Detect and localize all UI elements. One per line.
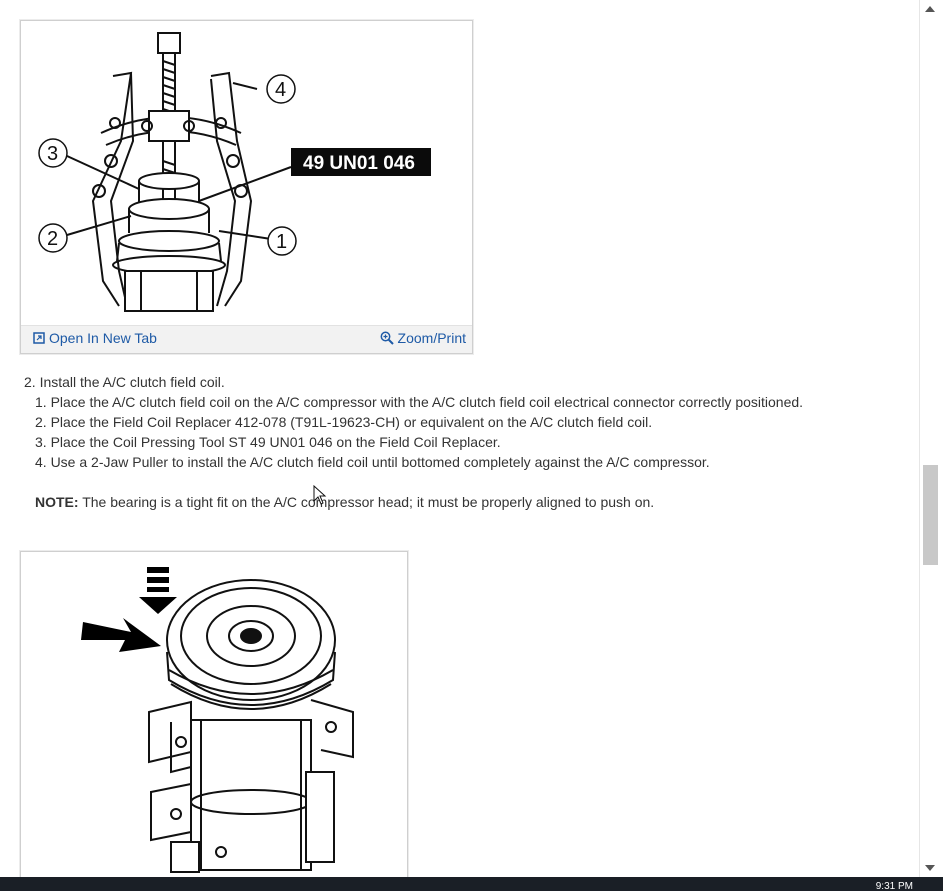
scrollbar-thumb[interactable] (923, 465, 938, 565)
callout-3: 3 (47, 143, 58, 165)
callout-4: 4 (275, 79, 286, 101)
figure-toolbar: Open In New Tab Zoom/Print (21, 325, 472, 353)
open-new-tab-icon (33, 332, 45, 344)
note-label: NOTE: (35, 494, 79, 510)
page-content: 3 2 1 4 49 UN01 046 Open In New Tab (20, 20, 904, 877)
substep-2: 2. Place the Field Coil Replacer 412-078… (35, 414, 653, 430)
zoom-print-link[interactable]: Zoom/Print (380, 330, 466, 346)
mouse-cursor-icon (313, 484, 327, 510)
substep-1: 1. Place the A/C clutch field coil on th… (35, 394, 804, 410)
zoom-icon (380, 331, 394, 345)
zoom-print-label: Zoom/Print (397, 330, 466, 346)
substep-list: 1. Place the A/C clutch field coil on th… (24, 392, 904, 472)
figure-compressor (20, 551, 408, 877)
substep-3: 3. Place the Coil Pressing Tool ST 49 UN… (35, 434, 501, 450)
compressor-illustration (21, 552, 407, 877)
note-text: The bearing is a tight fit on the A/C co… (78, 494, 655, 510)
taskbar: 9:31 PM (0, 877, 943, 892)
main-step: 2. Install the A/C clutch field coil. (24, 374, 225, 390)
puller-illustration: 3 2 1 4 49 UN01 046 (21, 21, 472, 325)
vertical-scrollbar[interactable] (919, 0, 943, 877)
taskbar-clock[interactable]: 9:31 PM (875, 881, 913, 892)
scroll-up-icon[interactable] (925, 6, 935, 12)
callout-1: 1 (276, 231, 287, 253)
open-new-tab-link[interactable]: Open In New Tab (33, 330, 157, 346)
scroll-down-icon[interactable] (925, 865, 935, 871)
figure-puller-diagram: 3 2 1 4 49 UN01 046 Open In New Tab (20, 20, 473, 354)
callout-2: 2 (47, 228, 58, 250)
note: NOTE: The bearing is a tight fit on the … (24, 492, 904, 512)
open-new-tab-label: Open In New Tab (49, 330, 157, 346)
tool-number-label: 49 UN01 046 (303, 153, 415, 174)
substep-4: 4. Use a 2-Jaw Puller to install the A/C… (35, 454, 710, 470)
install-instructions: 2. Install the A/C clutch field coil. 1.… (24, 372, 904, 512)
